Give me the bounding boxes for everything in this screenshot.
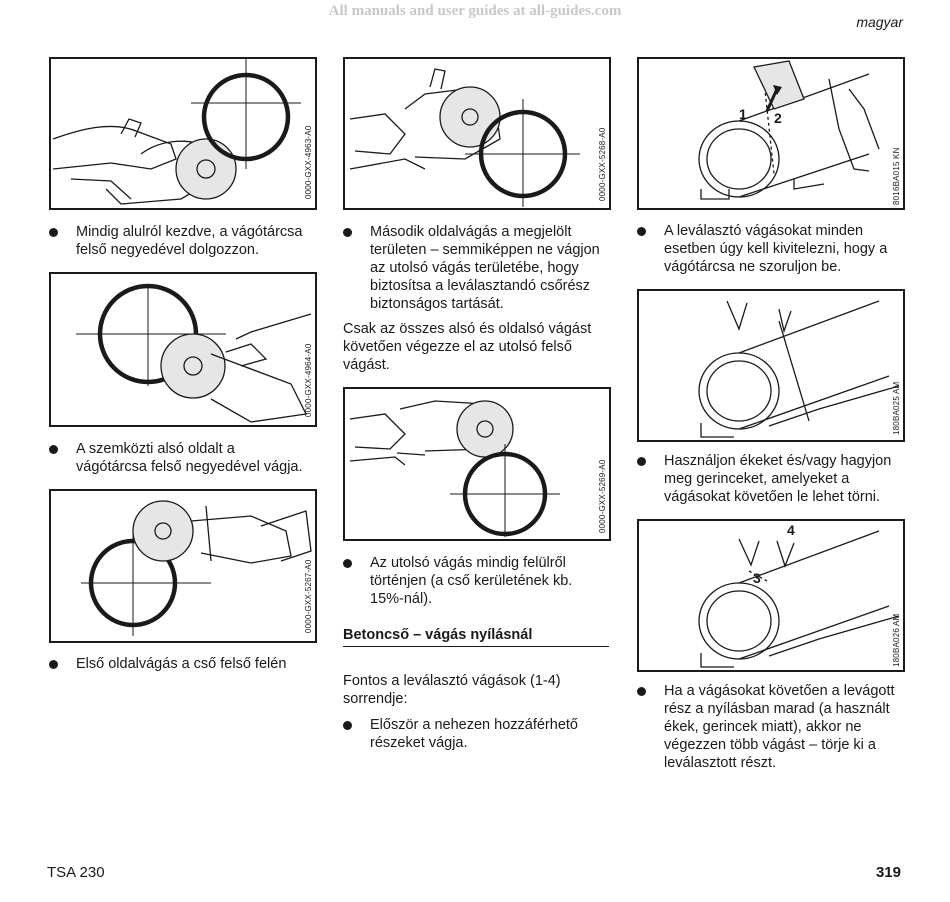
illustration-pipe-wedges bbox=[698, 300, 900, 438]
figure-code: 8016BA015 KN bbox=[892, 147, 901, 205]
text-line: meg gerinceket, amelyeket a bbox=[664, 471, 850, 487]
text-line: vágásokat követően le lehet törni. bbox=[664, 489, 881, 505]
figure-code: 0000-GXX-4963-A0 bbox=[304, 125, 313, 199]
list-item: Ha a vágásokat követően a levágott rész … bbox=[637, 682, 917, 777]
text-line: felső negyedével dolgozzon. bbox=[76, 242, 259, 258]
text-line: Ha a vágásokat követően a levágott bbox=[664, 683, 895, 699]
bullet-dot bbox=[343, 228, 352, 237]
text-line: sorrendje: bbox=[343, 691, 408, 707]
paragraph: Csak az összes alsó és oldalsó vágást kö… bbox=[343, 320, 613, 374]
illustration-saw-pipe bbox=[349, 68, 580, 207]
text-line: Először a nehezen hozzáférhető bbox=[370, 717, 578, 733]
text-line: A szemközti alsó oldalt a bbox=[76, 441, 235, 457]
bullet-dot bbox=[343, 559, 352, 568]
figure-last-top-cut: 0000-GXX-5269-A0 bbox=[343, 387, 611, 541]
figure-code: 0000-GXX-5267-A0 bbox=[304, 559, 313, 633]
figure-cut-from-below: 0000-GXX-4963-A0 bbox=[49, 57, 317, 210]
section-heading: Betoncső – vágás nyílásnál bbox=[343, 626, 609, 647]
bullet-dot bbox=[49, 228, 58, 237]
figure-separating-cuts: 1 2 8016BA015 KN bbox=[637, 57, 905, 210]
text-line: esetben úgy kell kivitelezni, hogy a bbox=[664, 241, 888, 257]
illustration-saw-pipe bbox=[349, 400, 560, 537]
label-2: 2 bbox=[774, 110, 782, 126]
text-line: Fontos a leválasztó vágások (1-4) bbox=[343, 673, 561, 689]
bullet-dot bbox=[637, 687, 646, 696]
text-line: rész a nyílásban marad (a használt bbox=[664, 701, 890, 717]
text-line: követően végezze el az utolsó felső bbox=[343, 339, 572, 355]
text-line: biztosítsa a leválasztandó csőrész bbox=[370, 278, 591, 294]
list-item: Az utolsó vágás mindig felülről történje… bbox=[343, 554, 613, 612]
text-line: az utolsó vágás területébe, hogy bbox=[370, 260, 579, 276]
label-1: 1 bbox=[739, 106, 747, 122]
text-line: biztonságos tartását. bbox=[370, 296, 504, 312]
footer-model: TSA 230 bbox=[47, 864, 105, 881]
text-line: 15%-nál). bbox=[370, 591, 433, 607]
illustration-pipe-cut: 1 2 bbox=[698, 60, 880, 200]
text-line: részeket vágja. bbox=[370, 735, 468, 751]
list-item: A leválasztó vágásokat minden esetben úg… bbox=[637, 222, 917, 280]
list-item: Először a nehezen hozzáférhető részeket … bbox=[343, 716, 613, 756]
page-number: 319 bbox=[875, 864, 901, 881]
text-line: ékek, gerincek miatt), akkor ne bbox=[664, 719, 862, 735]
illustration-saw-pipe bbox=[81, 500, 312, 636]
text-line: Az utolsó vágás mindig felülről bbox=[370, 555, 566, 571]
text-line: Csak az összes alsó és oldalsó vágást bbox=[343, 321, 592, 337]
text-line: területen – semmiképpen ne vágjon bbox=[370, 242, 600, 258]
list-item: Első oldalvágás a cső felső felén bbox=[49, 655, 319, 677]
figure-cuts-3-4: 4 3 180BA026 AM bbox=[637, 519, 905, 672]
figure-code: 180BA025 AM bbox=[892, 381, 901, 435]
bullet-dot bbox=[49, 445, 58, 454]
list-item: A szemközti alsó oldalt a vágótárcsa fel… bbox=[49, 440, 319, 480]
illustration-pipe-cuts: 4 3 bbox=[698, 522, 900, 668]
list-item: Második oldalvágás a megjelölt területen… bbox=[343, 223, 613, 318]
text-line: A leválasztó vágásokat minden bbox=[664, 223, 864, 239]
language-label: magyar bbox=[856, 14, 903, 30]
figure-code: 180BA026 AM bbox=[892, 613, 901, 667]
list-item: Használjon ékeket és/vagy hagyjon meg ge… bbox=[637, 452, 917, 510]
figure-code: 0000-GXX-4964-A0 bbox=[304, 343, 313, 417]
figure-code: 0000-GXX-5268-A0 bbox=[598, 127, 607, 201]
watermark: All manuals and user guides at all-guide… bbox=[328, 3, 622, 19]
figure-second-side-cut: 0000-GXX-5268-A0 bbox=[343, 57, 611, 210]
figure-code: 0000-GXX-5269-A0 bbox=[598, 459, 607, 533]
text-line: Második oldalvágás a megjelölt bbox=[370, 224, 572, 240]
bullet-dot bbox=[343, 721, 352, 730]
illustration-saw-pipe bbox=[76, 283, 312, 423]
text-line: Első oldalvágás a cső felső felén bbox=[76, 656, 287, 672]
paragraph: Fontos a leválasztó vágások (1-4) sorren… bbox=[343, 672, 613, 708]
text-line: történjen (a cső kerületének kb. bbox=[370, 573, 573, 589]
label-4: 4 bbox=[787, 522, 795, 538]
bullet-dot bbox=[49, 660, 58, 669]
figure-wedges: 180BA025 AM bbox=[637, 289, 905, 442]
list-item: Mindig alulról kezdve, a vágótárcsa fels… bbox=[49, 223, 319, 263]
illustration-saw-pipe bbox=[52, 59, 301, 205]
text-line: leválasztott részt. bbox=[664, 755, 777, 771]
figure-opposite-lower-side: 0000-GXX-4964-A0 bbox=[49, 272, 317, 427]
figure-first-side-cut: 0000-GXX-5267-A0 bbox=[49, 489, 317, 643]
bullet-dot bbox=[637, 227, 646, 236]
label-3: 3 bbox=[753, 570, 761, 586]
text-line: Használjon ékeket és/vagy hagyjon bbox=[664, 453, 892, 469]
bullet-dot bbox=[637, 457, 646, 466]
text-line: végezzen több vágást – törje ki a bbox=[664, 737, 876, 753]
text-line: vágótárcsa felső negyedével vágja. bbox=[76, 459, 303, 475]
text-line: vágást. bbox=[343, 357, 390, 373]
text-line: vágótárcsa ne szoruljon be. bbox=[664, 259, 842, 275]
text-line: Mindig alulról kezdve, a vágótárcsa bbox=[76, 224, 303, 240]
